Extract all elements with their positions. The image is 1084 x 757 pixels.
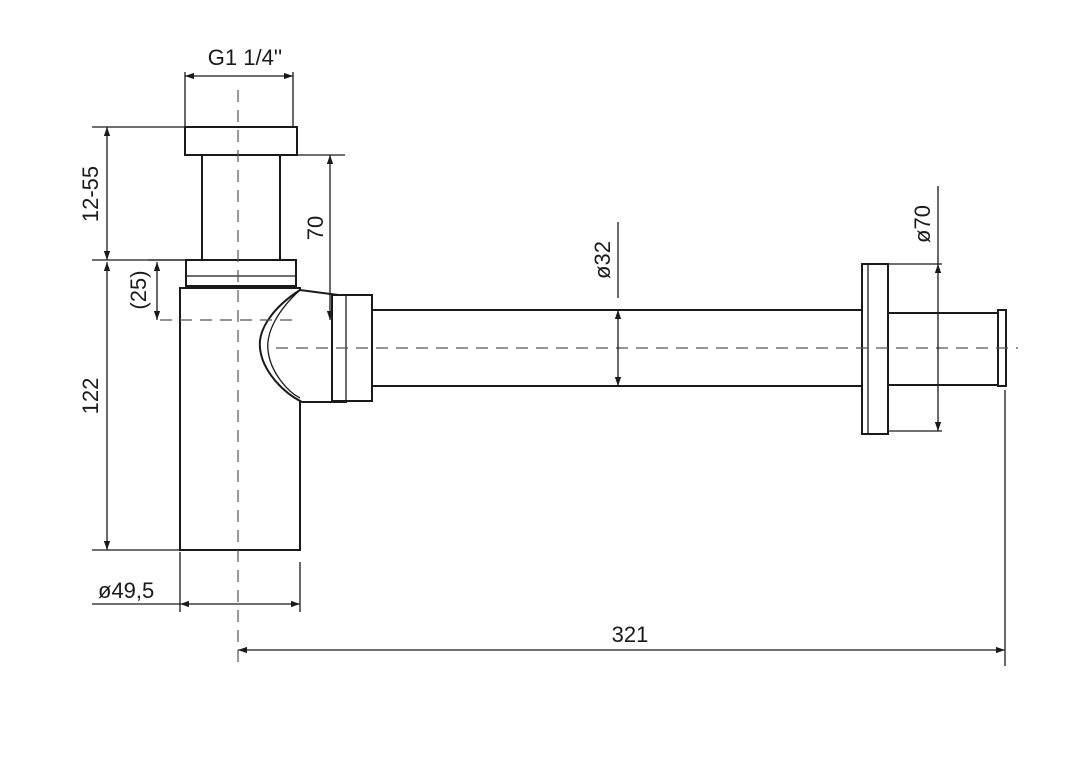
thread-label: G1 1/4'' [208,45,282,70]
dim-height-70: 70 [297,154,345,320]
length-label: 321 [612,622,649,647]
offset-25-label: (25) [126,270,151,309]
dim-height-122: 122 [78,262,180,551]
height-70-label: 70 [303,216,328,240]
inlet-tube [201,154,281,261]
lower-nut [185,259,297,287]
dim-thread: G1 1/4'' [184,45,294,127]
outlet-elbow [258,288,347,403]
centerlines [160,90,1018,670]
height-122-label: 122 [78,378,103,415]
dim-body-diameter: ø49,5 [92,552,301,612]
dim-pipe-diameter: ø32 [590,222,622,386]
flange-diameter-label: ø70 [910,205,935,243]
pipe-end [887,312,999,386]
dim-height-adjust: 12-55 [78,126,186,261]
top-cap [184,126,298,156]
dim-length: 321 [238,390,1006,666]
dim-offset-25: (25) [126,259,186,320]
wall-flange [861,263,889,435]
body-diameter-label: ø49,5 [98,578,154,603]
pipe-diameter-label: ø32 [590,241,615,279]
height-adjust-label: 12-55 [78,166,103,222]
dim-flange-diameter: ø70 [888,186,942,432]
siphon-parts [179,126,1007,551]
